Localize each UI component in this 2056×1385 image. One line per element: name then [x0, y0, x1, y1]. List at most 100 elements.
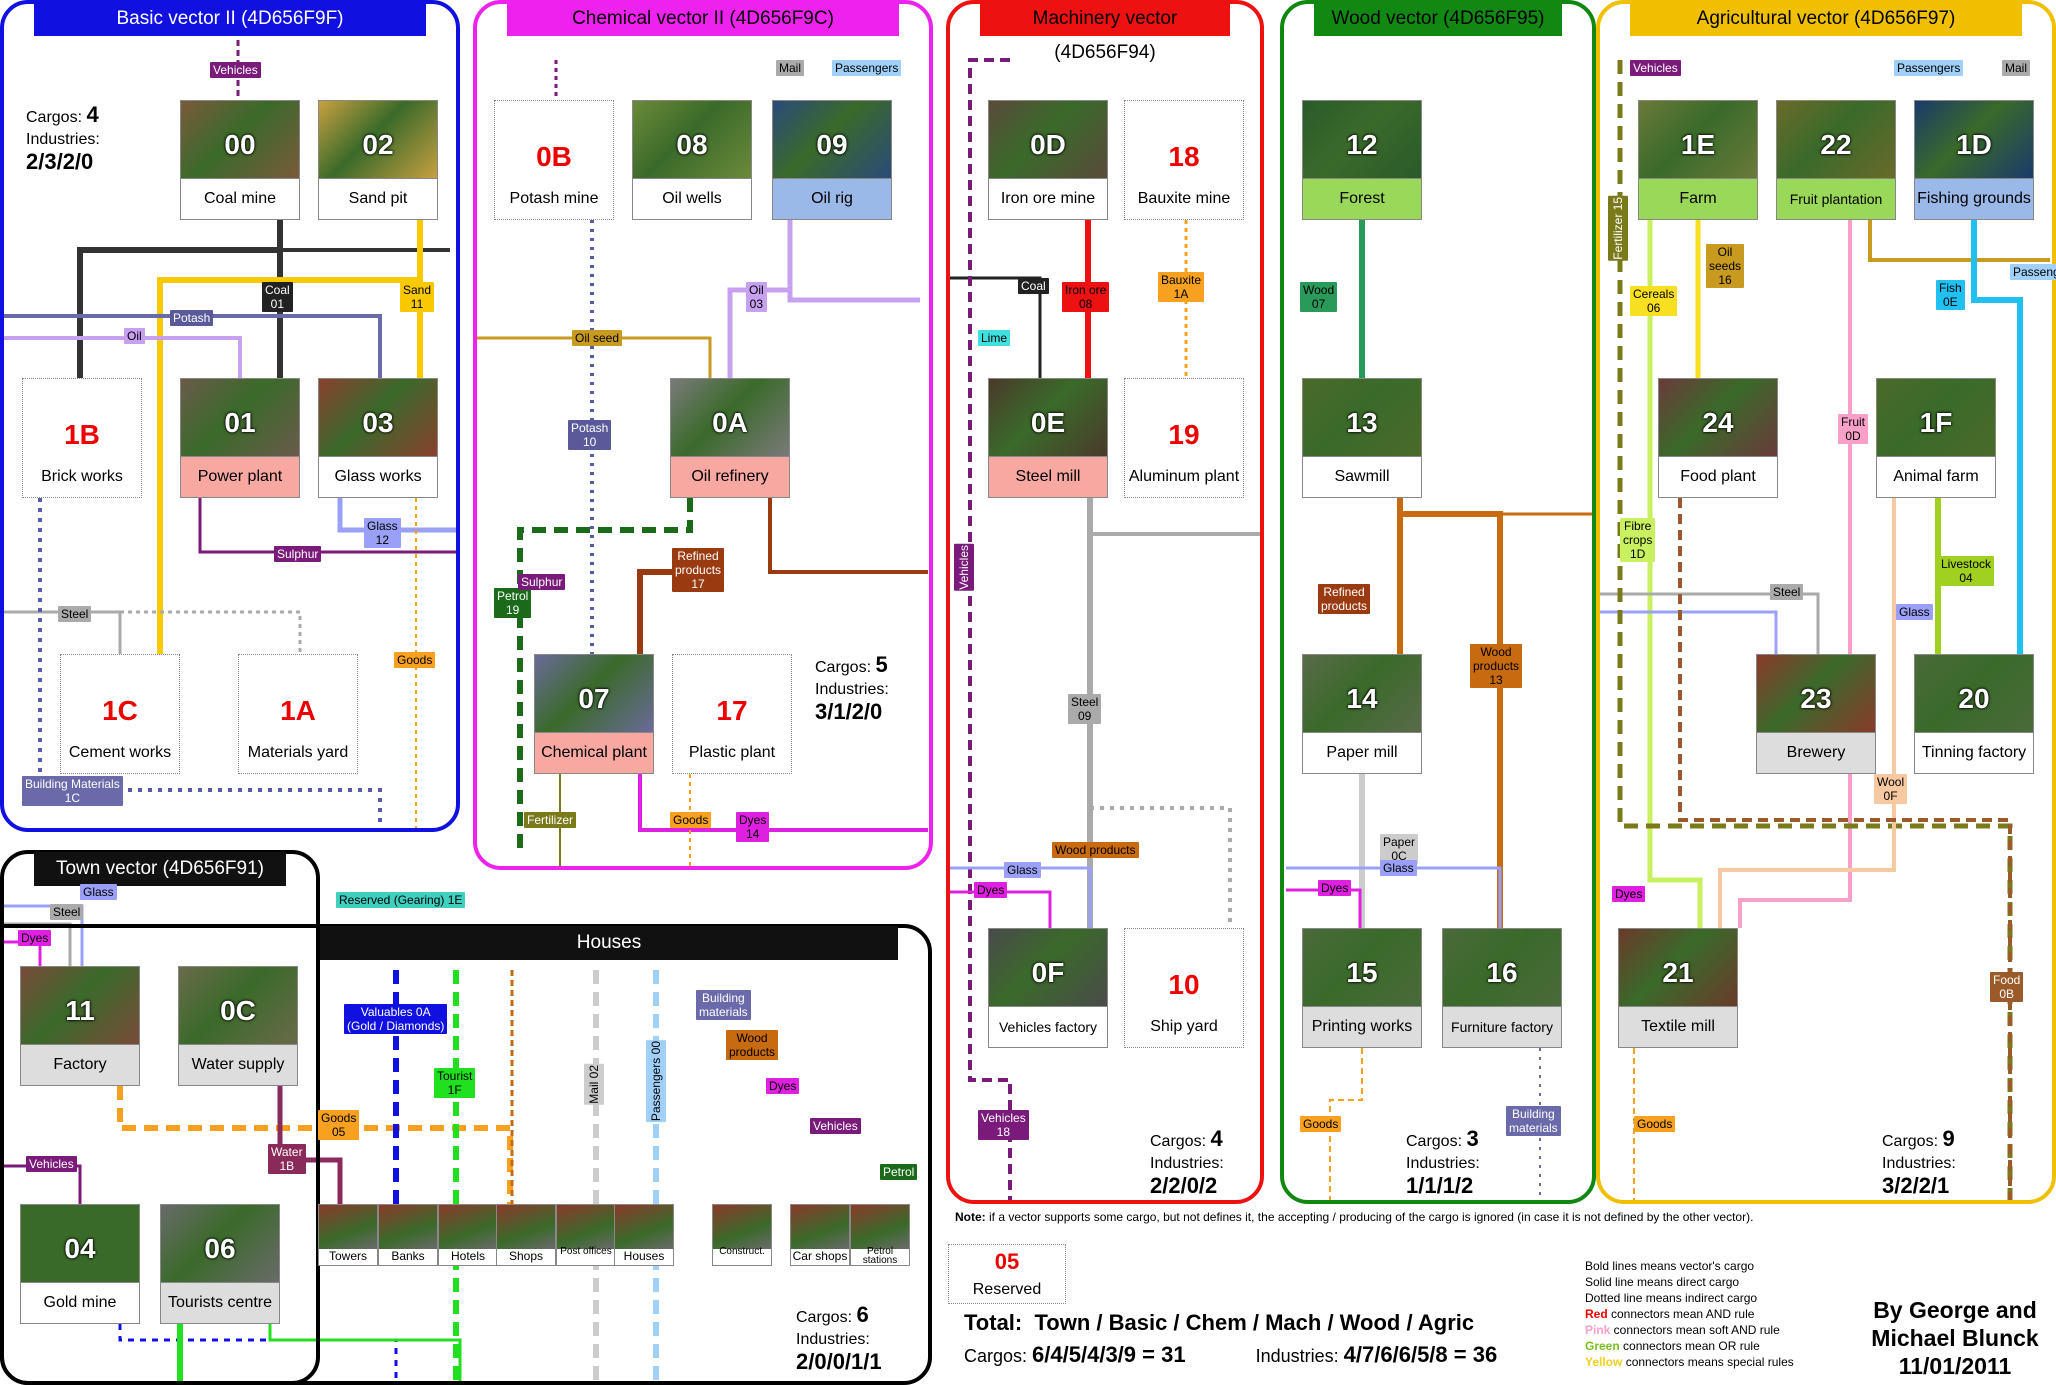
industry-picture	[1757, 655, 1875, 733]
industry-id: 04	[64, 1233, 96, 1264]
cargo-label: Glass 12	[364, 518, 401, 548]
industry-picture	[1303, 101, 1421, 179]
cargo-label: Bauxite 1A	[1158, 272, 1205, 302]
basic-industries-label: Industries:	[26, 131, 100, 148]
valuables-flow	[118, 1324, 398, 1385]
legend-keyword: Green	[1585, 1339, 1620, 1353]
industry-name: Brick works	[23, 457, 141, 497]
cargo-label: Building Materials 1C	[22, 776, 123, 806]
cargo-label: Glass	[1380, 860, 1417, 876]
industry-id: 1E	[1680, 129, 1716, 160]
basic-cargos-value: 4	[86, 102, 99, 127]
agri-cargos-value: 9	[1942, 1126, 1955, 1151]
industry-picture	[1639, 101, 1757, 179]
cargo-label: Passengers	[832, 60, 902, 76]
tourist-flow	[268, 1324, 462, 1385]
legend-row: Solid line means direct cargo	[1585, 1274, 1794, 1290]
dyes-flow	[1286, 888, 1362, 928]
mach-cargos-label: Cargos:	[1150, 1133, 1207, 1150]
legend-text: connectors mean soft AND rule	[1610, 1323, 1780, 1337]
industry-picture	[1777, 101, 1895, 179]
oil-flow	[0, 336, 242, 378]
cargo-label: Potash 10	[568, 420, 612, 450]
industry-name: Animal farm	[1877, 456, 1995, 497]
wood-cargos-label: Cargos:	[1406, 1133, 1463, 1150]
industry-name: Vehicles factory	[989, 1006, 1107, 1047]
chem-vector-title: Chemical vector II (4D656F9C)	[507, 2, 899, 36]
cargo-label: Dyes	[1612, 886, 1646, 902]
town-stats: Cargos: 6 Industries: 2/0/0/1/1	[796, 1304, 882, 1376]
industry-id: 0E	[1030, 407, 1066, 438]
industry-picture	[1303, 655, 1421, 733]
industry-picture	[633, 101, 751, 179]
industry-name: Iron ore mine	[989, 178, 1107, 219]
cargo-label: Potash	[170, 310, 214, 326]
wood-cargos-value: 3	[1466, 1126, 1479, 1151]
industry-id: 08	[676, 129, 708, 160]
industry-id: 18	[1168, 141, 1200, 172]
town-vector-title: Town vector (4D656F91)	[34, 852, 286, 886]
industry-name: Tourists centre	[161, 1282, 279, 1323]
mach-industries-label: Industries:	[1150, 1155, 1224, 1172]
cargo-label: Reserved (Gearing) 1E	[336, 892, 466, 908]
cargo-label: Building materials	[696, 990, 751, 1020]
legend-row: Pink connectors mean soft AND rule	[1585, 1322, 1794, 1338]
industry-id: 10	[1168, 969, 1200, 1000]
cargo-label: Lime	[978, 330, 1011, 346]
town-industries-value: 2/0/0/1/1	[796, 1349, 882, 1374]
industry-name: Bauxite mine	[1125, 179, 1243, 219]
cargo-label: Vehicles 18	[978, 1110, 1029, 1140]
industry-id: 22	[1820, 129, 1852, 160]
chem-cargos-label: Cargos:	[815, 659, 872, 676]
house-construct-: Construct.	[712, 1204, 772, 1266]
industry-name: Printing works	[1303, 1006, 1421, 1047]
cargo-label: Passengers 00	[646, 1040, 666, 1123]
credits-line-3: 11/01/2011	[1898, 1353, 2012, 1379]
industry-id: 20	[1958, 683, 1990, 714]
agri-vector-frame: Agricultural vector (4D656F97)	[1596, 0, 2056, 1204]
chem-stats: Cargos: 5 Industries: 3/1/2/0	[815, 654, 889, 726]
chem-vector-frame: Chemical vector II (4D656F9C)	[473, 0, 933, 870]
wood-vector-title: Wood vector (4D656F95)	[1314, 2, 1562, 36]
legend-row: Bold lines means vector's cargo	[1585, 1258, 1794, 1274]
footer-note-text: if a vector supports some cargo, but not…	[985, 1210, 1754, 1224]
industry-name: Oil refinery	[671, 456, 789, 497]
cargo-label: Coal 01	[262, 282, 293, 312]
house-towers: Towers	[318, 1204, 378, 1266]
credits: By George and Michael Blunck 11/01/2011	[1860, 1296, 2050, 1380]
legend-text: connectors mean AND rule	[1607, 1307, 1755, 1321]
cargo-label: Wood products	[1052, 842, 1139, 858]
industry-name: Steel mill	[989, 456, 1107, 497]
wood-vector-frame: Wood vector (4D656F95)	[1280, 0, 1596, 1204]
industry-id: 19	[1168, 419, 1200, 450]
house-name: Banks	[391, 1249, 425, 1263]
legend-row: Yellow connectors means special rules	[1585, 1354, 1794, 1370]
basic-stats: Cargos: 4 Industries: 2/3/2/0	[26, 104, 100, 176]
wool-flow	[1718, 498, 1896, 928]
industry-id: 16	[1486, 957, 1518, 988]
industry-id: 17	[716, 695, 748, 726]
cargo-label: Valuables 0A (Gold / Diamonds)	[344, 1004, 448, 1034]
house-petrol-stations: Petrol stations	[850, 1204, 910, 1266]
industry-picture	[1877, 379, 1995, 457]
cargo-label: Vehicles	[26, 1156, 77, 1172]
industry-picture	[671, 379, 789, 457]
cargo-label: Dyes	[974, 882, 1008, 898]
oil-seed-flow	[1868, 220, 2050, 262]
industry-name: Aluminum plant	[1125, 457, 1243, 497]
industry-picture	[1303, 929, 1421, 1007]
cargo-label: Steel 09	[1068, 694, 1102, 724]
industry-picture	[181, 101, 299, 179]
mach-stats: Cargos: 4 Industries: 2/2/0/2	[1150, 1128, 1224, 1200]
food-flow	[1678, 498, 2012, 1200]
industry-name: Textile mill	[1619, 1006, 1737, 1047]
cargo-label: Fertilizer 15	[1608, 196, 1628, 261]
industry-name: Tinning factory	[1915, 732, 2033, 773]
basic-industries-value: 2/3/2/0	[26, 149, 94, 174]
industry-id: 09	[816, 129, 848, 160]
cargo-label: Fibre crops 1D	[1620, 518, 1656, 562]
